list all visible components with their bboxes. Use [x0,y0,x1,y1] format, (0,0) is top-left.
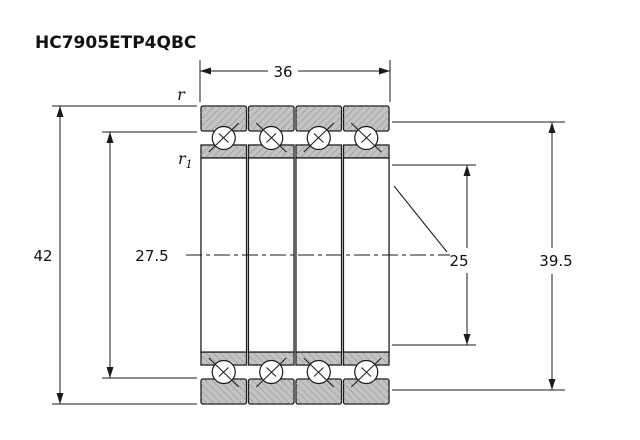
bearing-unit-bottom-4 [342,157,390,405]
dim-outer-diameter-42: 42 [33,105,197,405]
dim-inner-shoulder-value: 27.5 [135,247,168,265]
inner-chamfer-label: r1 [178,149,193,171]
bearing-unit-bottom-2 [247,157,295,405]
dim-outer-diameter-value: 42 [33,247,52,265]
part-number-title: HC7905ETP4QBC [35,33,196,53]
dim-outer-shoulder-39-5: 39.5 [392,121,573,391]
dim-width-36: 36 [199,60,391,102]
dim-bore-25: 25 [392,164,476,346]
bearing-unit-bottom-1 [200,157,248,405]
outer-chamfer-label: r [177,85,186,104]
dim-inner-shoulder-27-5: 27.5 [102,131,197,379]
dim-bore-value: 25 [449,252,468,270]
dim-width-value: 36 [273,63,292,81]
bearing-unit-bottom-3 [295,157,343,405]
dim-outer-shoulder-value: 39.5 [539,252,572,270]
